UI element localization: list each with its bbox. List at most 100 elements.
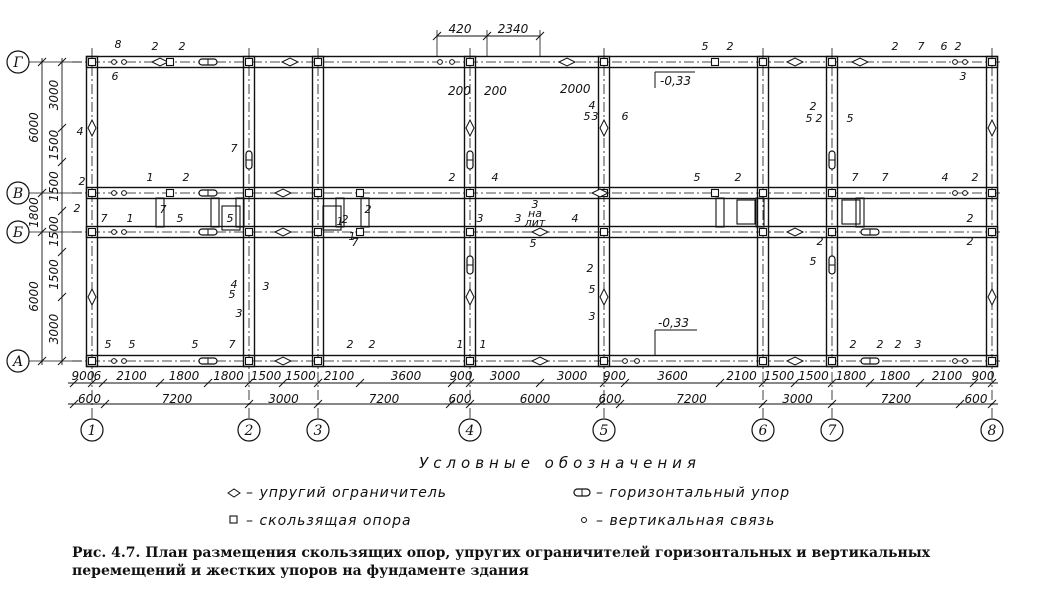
section-mark: 2 (347, 338, 354, 351)
section-mark: 2 (877, 338, 884, 351)
axis-label-row: В (12, 186, 23, 202)
dimension-tick (987, 399, 997, 409)
axis-bubble-col (458, 418, 482, 442)
dimension-tick (37, 356, 47, 366)
section-mark: 2 (972, 171, 979, 184)
axis-bubble-col (80, 418, 104, 442)
vertical-tie-icon (111, 59, 117, 65)
sliding-support-icon (244, 356, 254, 366)
section-mark: 3 (589, 310, 596, 323)
dimension-tick (87, 378, 97, 388)
elastic-limiter-icon (987, 118, 997, 138)
dimension-tick (203, 378, 213, 388)
section-mark: 2 (727, 40, 734, 53)
dimension-tick (69, 378, 79, 388)
dimension-tick (313, 399, 323, 409)
dimension-value: 1800 (169, 369, 200, 383)
axis-label-row: А (12, 354, 24, 370)
dimension-tick (758, 399, 768, 409)
dimension-tick (57, 157, 67, 167)
axis-bubble-col (592, 418, 616, 442)
note-value: 200 (484, 84, 507, 98)
band-wall (210, 197, 220, 228)
band-cell (736, 199, 756, 225)
section-mark: 6 (941, 40, 948, 53)
dimension-value: 6000 (27, 281, 41, 312)
axis-bubble-col (751, 418, 775, 442)
section-mark: 1 (480, 338, 487, 351)
dimension-tick (37, 227, 47, 237)
dimension-tick (595, 399, 605, 409)
dimension-value: 6000 (520, 392, 551, 406)
sliding-support-icon (710, 188, 720, 198)
sliding-support-icon (244, 227, 254, 237)
elastic-limiter-icon (465, 118, 475, 138)
note-value: 2000 (560, 82, 591, 96)
sliding-support-icon (758, 227, 768, 237)
dimension-value: 1500 (47, 259, 61, 290)
dimension-tick (987, 378, 997, 388)
section-mark: 7 (882, 171, 889, 184)
section-mark: 2 (850, 338, 857, 351)
sliding-support-icon (987, 57, 997, 67)
dimension-value: 1800 (213, 369, 244, 383)
section-mark: 5 (694, 171, 701, 184)
dimension-value: 7200 (881, 392, 912, 406)
section-mark: 2 (183, 171, 190, 184)
vertical-tie-icon (622, 358, 628, 364)
section-mark: 7 (852, 171, 859, 184)
dimension-value: 3600 (391, 369, 422, 383)
elastic-limiter-icon (87, 287, 97, 307)
vertical-tie-icon (634, 358, 640, 364)
section-mark: 5 (227, 212, 234, 225)
sliding-support-icon (244, 57, 254, 67)
sliding-support-icon (313, 188, 323, 198)
sliding-support-icon (599, 227, 609, 237)
dimension-value: 2100 (116, 369, 147, 383)
section-mark: 2 (817, 235, 824, 248)
dimension-tick (37, 188, 47, 198)
section-mark: 4 (492, 171, 499, 184)
section-mark: 2 (810, 100, 817, 113)
section-mark: 2 (587, 262, 594, 275)
dimension-tick (37, 57, 47, 67)
sliding-support-icon (244, 188, 254, 198)
band-cell (841, 199, 861, 225)
axis-label-row: Г (12, 55, 23, 71)
section-mark: 4 (589, 99, 596, 112)
section-mark: 1 (147, 171, 154, 184)
elastic-limiter-icon (530, 356, 550, 366)
section-mark: 3 (263, 280, 270, 293)
sliding-support-icon (313, 356, 323, 366)
section-mark: 2 (895, 338, 902, 351)
dimension-tick (969, 378, 979, 388)
axis-label-col: 4 (465, 423, 475, 439)
vertical-tie-icon (121, 229, 127, 235)
sliding-support-icon (87, 356, 97, 366)
vertical-tie-icon (952, 190, 958, 196)
sliding-support-icon (87, 188, 97, 198)
band-wall (335, 197, 345, 228)
dimension-value: 7200 (162, 392, 193, 406)
dimension-value: 900 (450, 369, 473, 383)
vertical-tie-icon (952, 59, 958, 65)
sliding-support-icon (710, 57, 720, 67)
section-mark: 1 (349, 230, 356, 243)
section-mark: 1 (127, 212, 134, 225)
section-mark: 2 (735, 171, 742, 184)
note-value: 200 (448, 84, 471, 98)
sliding-support-icon (355, 188, 365, 198)
dimension-value: 7200 (676, 392, 707, 406)
band-cell (221, 205, 241, 231)
section-mark: 4 (942, 171, 949, 184)
vertical-tie-icon (962, 190, 968, 196)
elastic-limiter-icon (273, 356, 293, 366)
dimension-tick (57, 206, 67, 216)
section-mark: 6 (112, 70, 119, 83)
section-mark: 7 (101, 212, 108, 225)
section-mark: 5 (177, 212, 184, 225)
axis-bubble-col (980, 418, 1004, 442)
elastic-limiter-icon (590, 188, 610, 198)
section-mark: 2 (892, 40, 899, 53)
